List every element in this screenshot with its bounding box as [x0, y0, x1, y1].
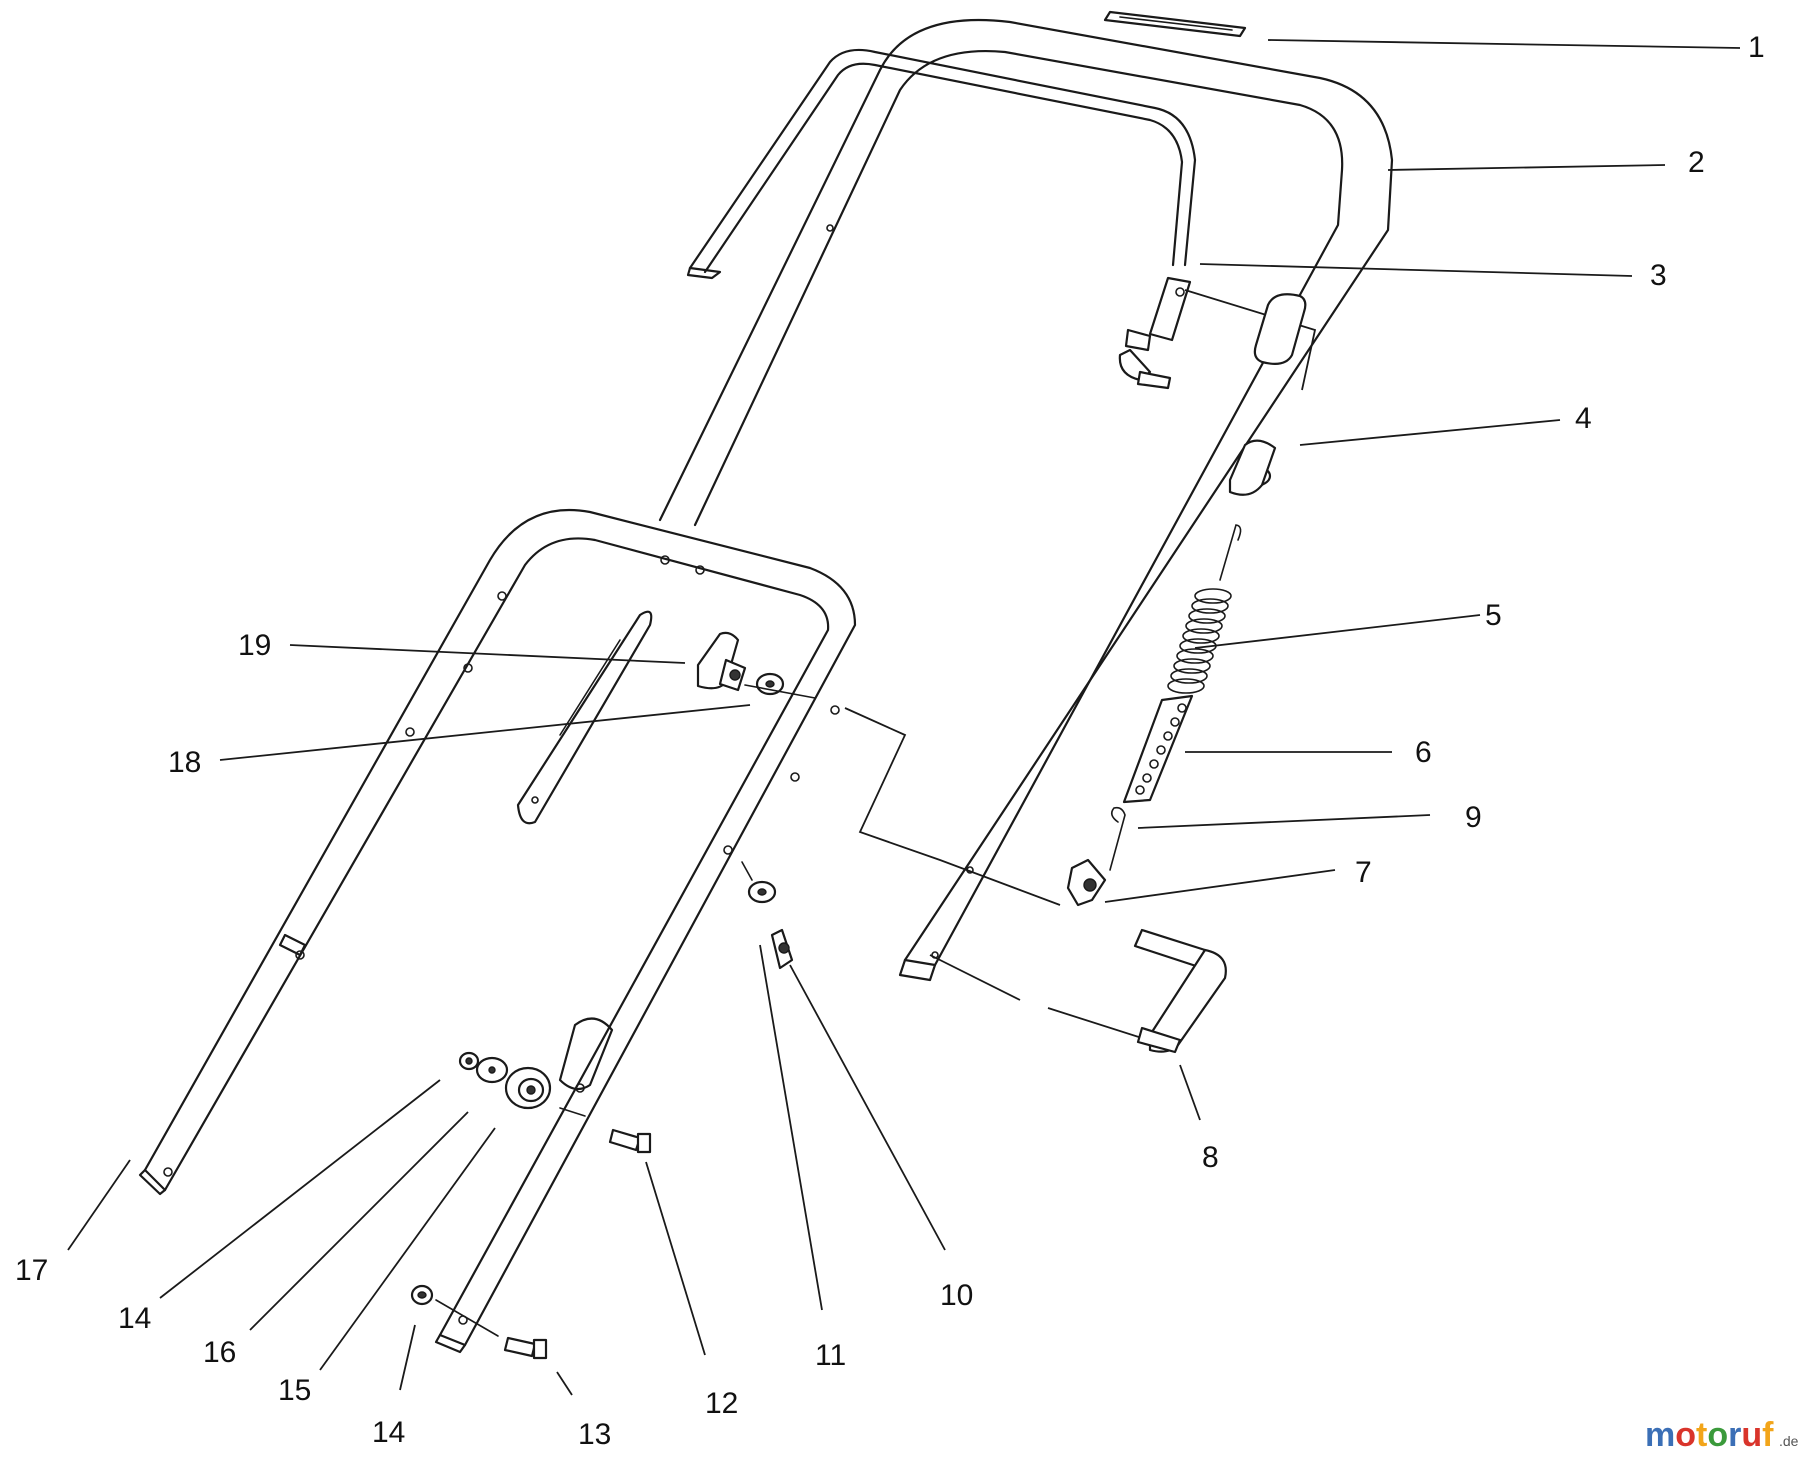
- callout-1: 1: [1748, 31, 1765, 64]
- leader-lines: [67, 39, 1741, 1396]
- adjusting-plate: [1122, 694, 1194, 804]
- control-bail: [686, 48, 1197, 390]
- cable-bracket: [1066, 858, 1107, 907]
- watermark-suffix: .de: [1779, 1433, 1799, 1449]
- callout-numbers: 1 2 3 4 5 6 9 7 8 10 11 12 13 14 14 15 1…: [15, 31, 1765, 1451]
- callout-8: 8: [1202, 1141, 1219, 1174]
- callout-4: 4: [1575, 402, 1592, 435]
- callout-14-upper: 14: [118, 1302, 151, 1335]
- watermark-logo: motoruf .de: [1645, 1416, 1799, 1454]
- upper-handle: [658, 18, 1394, 982]
- callout-17: 17: [15, 1254, 48, 1287]
- bolt-12: [608, 1128, 652, 1154]
- cable-guide: [516, 610, 653, 825]
- callout-3: 3: [1650, 259, 1667, 292]
- callout-19: 19: [238, 629, 271, 662]
- callout-14-lower: 14: [372, 1416, 405, 1449]
- callout-2: 2: [1688, 146, 1705, 179]
- cable-routing: [844, 289, 1317, 1041]
- cable-hook: [1109, 806, 1126, 871]
- lever: [1133, 928, 1227, 1054]
- pulley-assembly: [458, 1051, 586, 1117]
- callout-7: 7: [1355, 856, 1372, 889]
- callout-10: 10: [940, 1279, 973, 1312]
- lower-handle: [138, 508, 857, 1354]
- callout-16: 16: [203, 1336, 236, 1369]
- callout-15: 15: [278, 1374, 311, 1407]
- handle-knob: [696, 631, 816, 699]
- callout-12: 12: [705, 1387, 738, 1420]
- callout-11: 11: [815, 1339, 846, 1372]
- decal: [1103, 10, 1247, 38]
- cable-cover: [1228, 293, 1307, 496]
- callout-6: 6: [1415, 736, 1432, 769]
- spring: [1167, 524, 1242, 694]
- washer-and-bolt: [741, 861, 794, 970]
- callout-13: 13: [578, 1418, 611, 1451]
- callout-5: 5: [1485, 599, 1502, 632]
- nut-and-bolt-13: [410, 1284, 548, 1360]
- callout-9: 9: [1465, 801, 1482, 834]
- watermark-brand: motoruf: [1645, 1416, 1774, 1454]
- callout-18: 18: [168, 746, 201, 779]
